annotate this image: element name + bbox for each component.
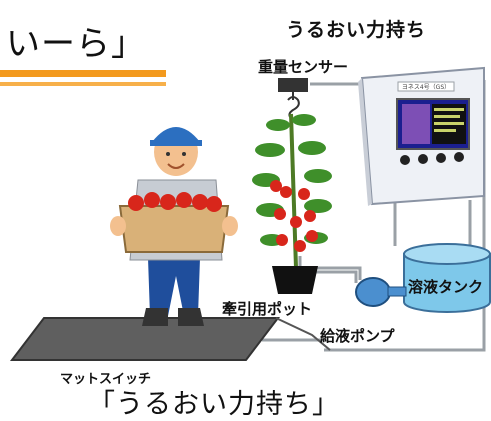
traction-pot [272, 266, 318, 294]
control-panel: ヨネス4号（GS） [358, 66, 485, 206]
panel-label: ヨネス4号（GS） [402, 84, 450, 91]
header-title: いーら」 [6, 24, 146, 64]
panel-knobs [400, 152, 464, 165]
label-supply-pump: 給液ポンプ [320, 327, 395, 345]
supply-pump [355, 277, 407, 307]
accent-line [0, 70, 166, 77]
system-title: うるおい力持ち [286, 19, 427, 41]
weight-sensor [278, 78, 308, 119]
worker-illustration [110, 127, 238, 326]
footer-caption: 「うるおい力持ち」 [88, 389, 340, 420]
tomato-plant [252, 113, 332, 269]
label-solution-tank: 溶液タンク [408, 278, 484, 296]
harvested-tomatoes [128, 192, 222, 212]
label-mat-switch: マットスイッチ [60, 372, 152, 387]
label-traction-pot: 牽引用ポット [222, 300, 313, 318]
tomato-fruits [270, 180, 318, 252]
accent-line-thin [0, 82, 166, 86]
label-weight-sensor: 重量センサー [258, 58, 349, 76]
solution-tank [403, 243, 491, 313]
